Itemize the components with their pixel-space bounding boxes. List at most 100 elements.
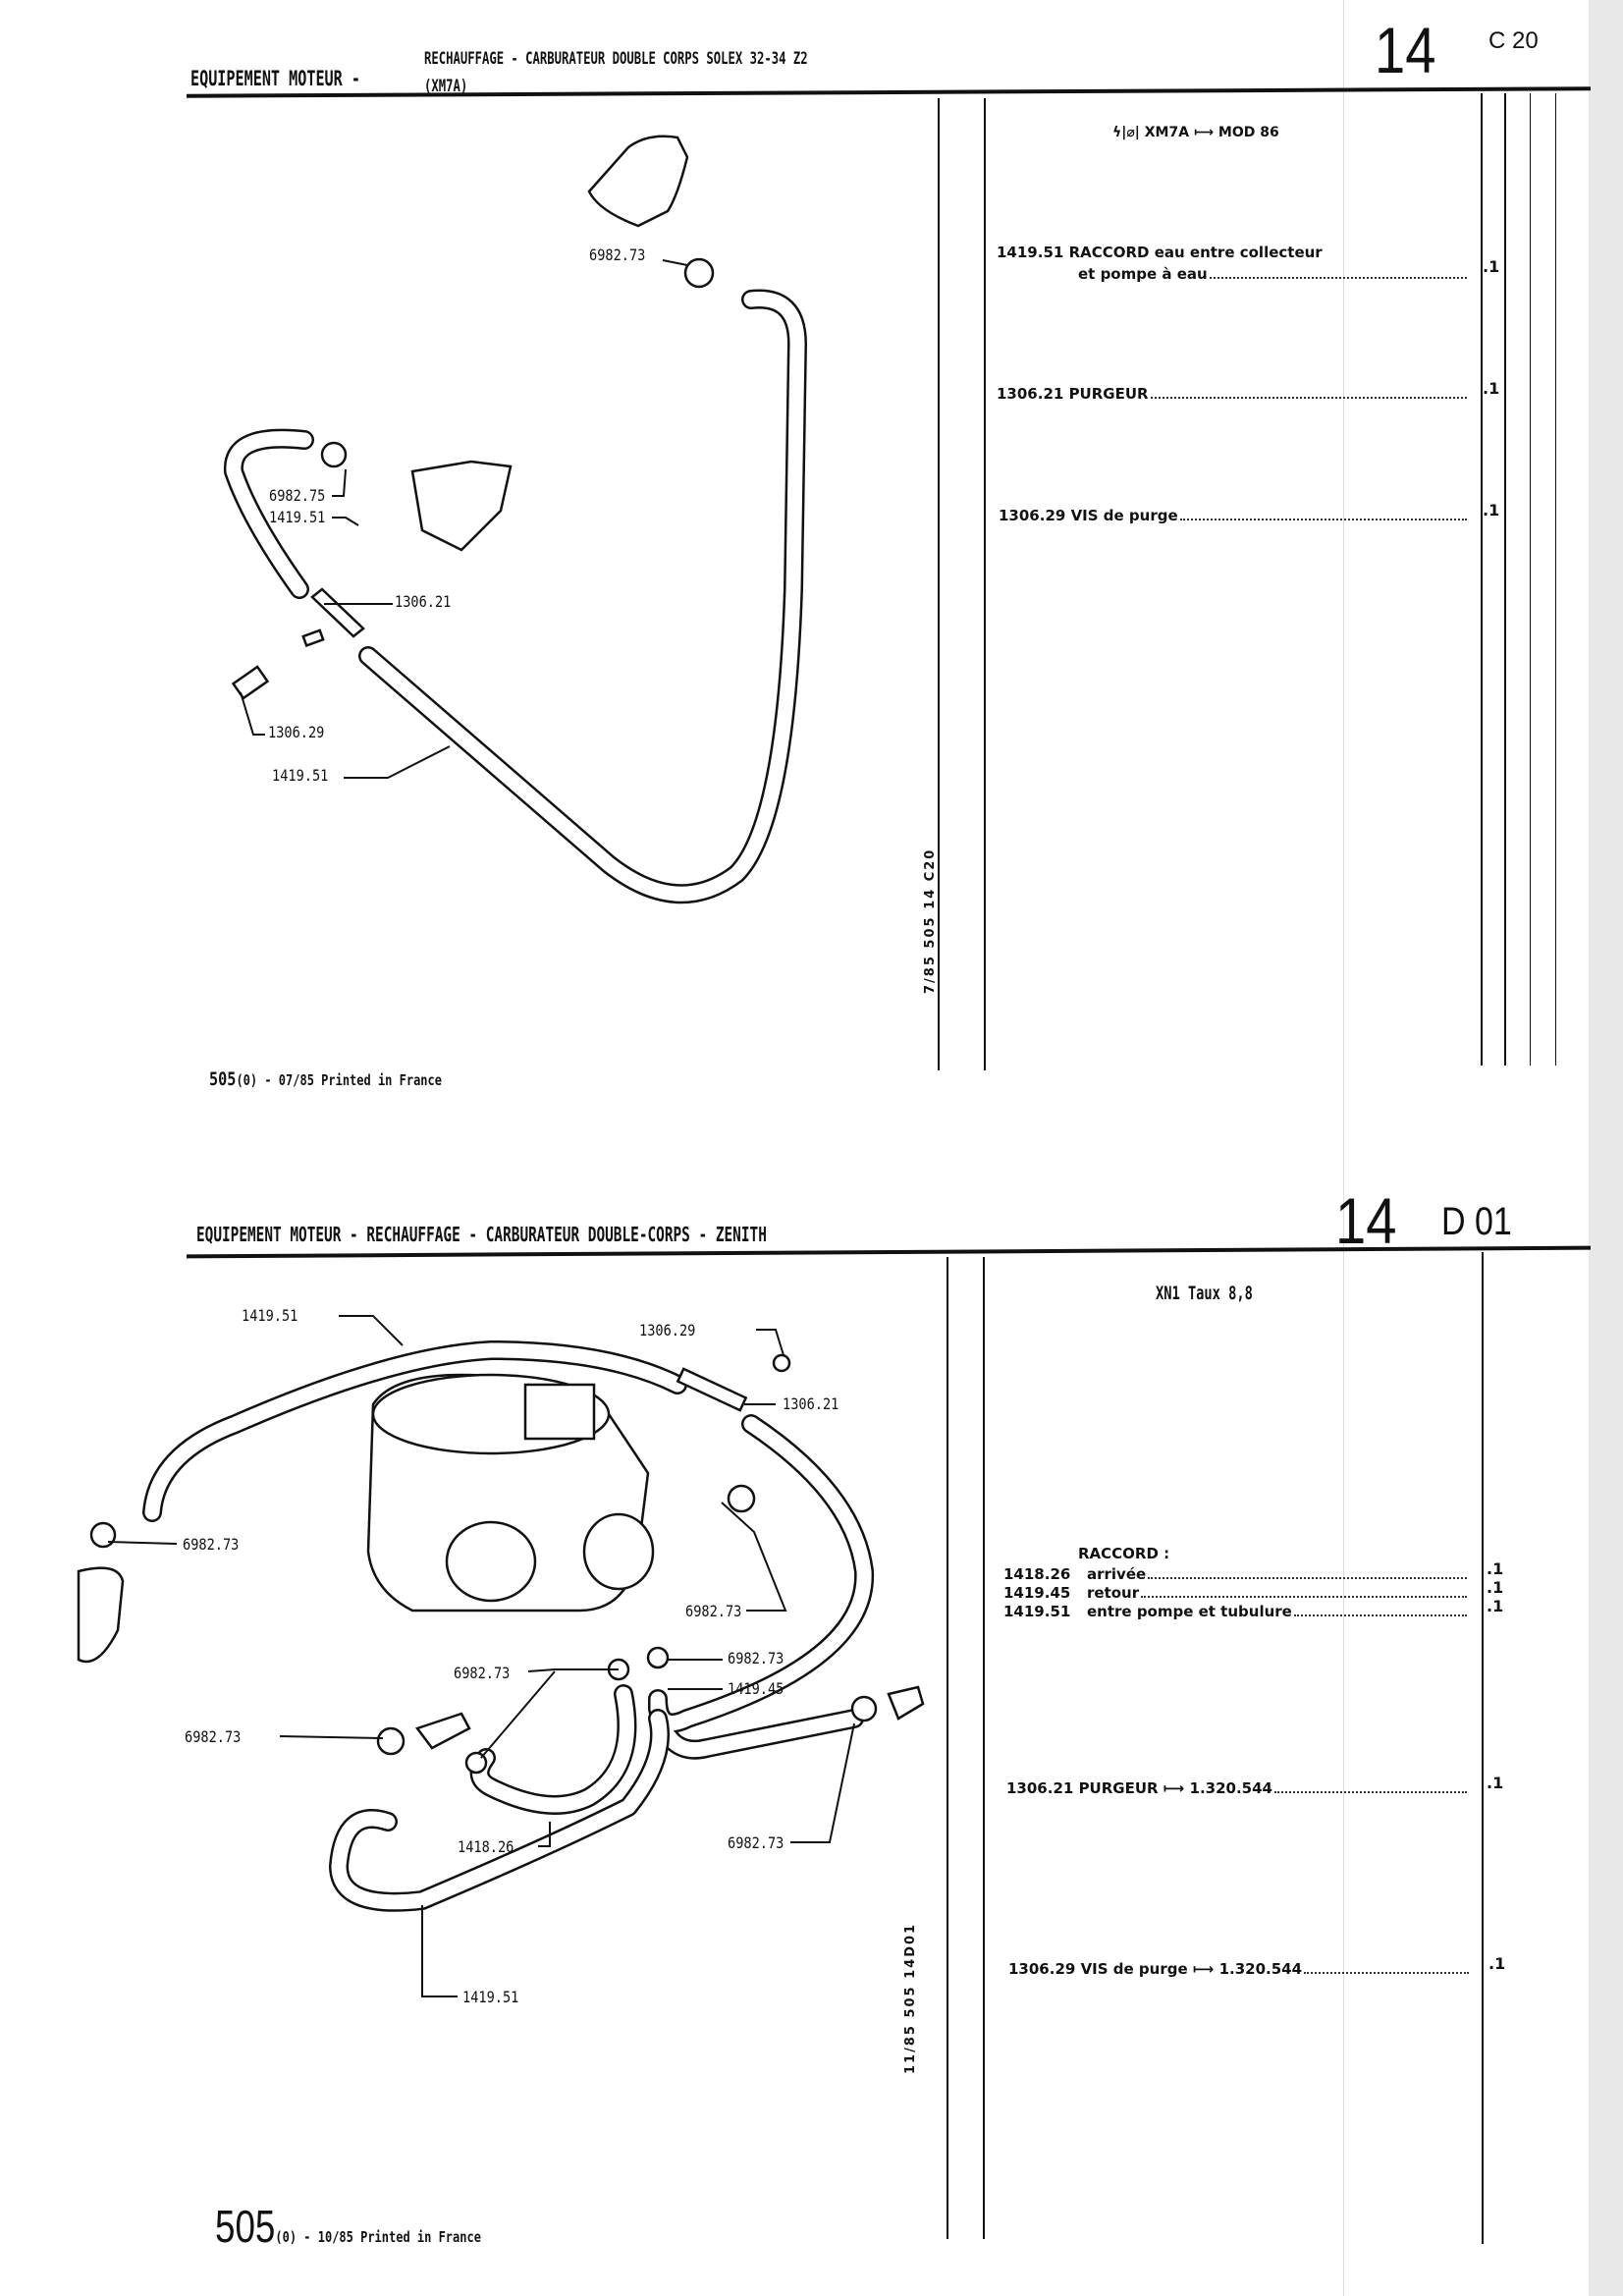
part-desc: PURGEUR ⟼ 1.320.544 bbox=[1078, 1779, 1272, 1797]
callout-label: 1419.51 bbox=[269, 508, 326, 526]
callout-label: 6982.73 bbox=[728, 1833, 784, 1852]
section-title: EQUIPEMENT MOTEUR - bbox=[190, 67, 360, 90]
part-row: 1306.29 VIS de purge bbox=[999, 507, 1471, 524]
part-desc: et pompe à eau bbox=[1078, 265, 1208, 283]
hose-clamp bbox=[850, 1695, 878, 1722]
union-fitting bbox=[887, 1685, 925, 1721]
part-ref: 1306.29 bbox=[999, 507, 1066, 524]
part-row: 1306.29 VIS de purge ⟼ 1.320.544 bbox=[1008, 1960, 1473, 1978]
callout-label: 1306.21 bbox=[783, 1394, 839, 1413]
union-fitting bbox=[414, 1712, 471, 1750]
callout-label: 6982.73 bbox=[183, 1535, 240, 1554]
hose-clamp bbox=[89, 1521, 117, 1549]
part-qty: .1 bbox=[1487, 1578, 1504, 1597]
hose-clamp bbox=[646, 1646, 670, 1669]
footer-model: 505 bbox=[209, 1068, 237, 1090]
choke-housing bbox=[582, 1512, 655, 1591]
applicability: ϟ|⌀| XM7A ⟼ MOD 86 bbox=[1112, 125, 1279, 140]
column-divider bbox=[1504, 93, 1506, 1066]
part-row-continued: et pompe à eau bbox=[1078, 265, 1471, 283]
fold-line bbox=[1343, 0, 1344, 2296]
page-ref: C 20 bbox=[1488, 27, 1539, 54]
callout-label: 1306.29 bbox=[639, 1321, 696, 1339]
part-desc: arrivée bbox=[1087, 1565, 1147, 1583]
exploded-diagram-solex bbox=[223, 135, 807, 904]
callout-label: 6982.75 bbox=[269, 486, 326, 505]
subtitle-line1: RECHAUFFAGE - CARBURATEUR DOUBLE CORPS S… bbox=[424, 49, 808, 69]
page-footer: 505(0) - 10/85 Printed in France bbox=[215, 2201, 481, 2252]
carburettor-intake bbox=[523, 1383, 596, 1441]
column-divider bbox=[983, 1257, 985, 2239]
part-ref: 1419.51 bbox=[1003, 1603, 1071, 1620]
part-qty: .1 bbox=[1483, 257, 1500, 276]
part-ref: 1306.21 bbox=[1006, 1779, 1074, 1797]
subtitle-line2: (XM7A) bbox=[424, 77, 468, 96]
callout-label: 6982.73 bbox=[185, 1727, 242, 1746]
raccord-heading: RACCORD : bbox=[1078, 1545, 1170, 1562]
column-divider bbox=[1481, 93, 1483, 1066]
callout-label: 1419.45 bbox=[728, 1679, 784, 1698]
part-qty: .1 bbox=[1483, 379, 1500, 398]
part-ref: 1419.51 bbox=[997, 244, 1064, 261]
page-ref: D 01 bbox=[1441, 1200, 1512, 1243]
part-ref: 1418.26 bbox=[1003, 1565, 1071, 1583]
hose-clamp bbox=[727, 1484, 756, 1513]
part-row: 1418.26 arrivée bbox=[1003, 1565, 1471, 1583]
callout-label: 1306.21 bbox=[395, 592, 452, 611]
column-divider bbox=[1555, 93, 1556, 1066]
footer-model: 505 bbox=[215, 2201, 276, 2252]
callout-label: 6982.73 bbox=[685, 1602, 742, 1620]
column-divider bbox=[947, 1257, 948, 2239]
hose-clamp bbox=[683, 257, 715, 289]
page-footer: 505(0) - 07/85 Printed in France bbox=[209, 1068, 442, 1090]
group-number: 14 bbox=[1375, 14, 1436, 86]
part-ref: 1306.29 bbox=[1008, 1960, 1076, 1978]
part-row: 1306.21 PURGEUR bbox=[997, 385, 1471, 403]
scan-edge bbox=[1589, 0, 1623, 2296]
part-ref: 1306.21 bbox=[997, 385, 1064, 403]
hose-clamp bbox=[376, 1726, 406, 1756]
bleed-screw-1306-29 bbox=[772, 1353, 791, 1373]
part-desc: RACCORD eau entre collecteur bbox=[1068, 244, 1323, 261]
part-row: 1306.21 PURGEUR ⟼ 1.320.544 bbox=[1006, 1779, 1471, 1797]
part-desc: VIS de purge bbox=[1070, 507, 1178, 524]
manifold-bracket bbox=[410, 460, 513, 552]
choke-housing bbox=[445, 1520, 537, 1603]
part-row: 1419.51 entre pompe et tubulure bbox=[1003, 1603, 1471, 1620]
part-qty: .1 bbox=[1487, 1597, 1504, 1615]
part-row: 1419.51 RACCORD eau entre collecteur bbox=[997, 244, 1478, 261]
applicability: XN1 Taux 8,8 bbox=[1156, 1283, 1253, 1304]
callout-label: 6982.73 bbox=[454, 1664, 511, 1682]
column-divider bbox=[1482, 1252, 1484, 2244]
callout-label: 6982.73 bbox=[589, 246, 646, 264]
hose-clamp bbox=[320, 441, 348, 468]
water-pump-fitting bbox=[77, 1566, 125, 1664]
part-desc: entre pompe et tubulure bbox=[1087, 1603, 1292, 1620]
callout-label: 1418.26 bbox=[458, 1837, 514, 1856]
water-outlet-housing bbox=[587, 135, 689, 228]
callout-label: 1306.29 bbox=[268, 723, 325, 741]
column-divider bbox=[938, 98, 940, 1070]
side-code: 11/85 505 14D01 bbox=[903, 1922, 918, 2074]
bleed-tee-1306-21 bbox=[676, 1367, 748, 1412]
part-desc: PURGEUR bbox=[1068, 385, 1149, 403]
callout-label: 1419.51 bbox=[462, 1988, 519, 2006]
callout-label: 1419.51 bbox=[272, 766, 329, 785]
part-desc: VIS de purge ⟼ 1.320.544 bbox=[1080, 1960, 1303, 1978]
exploded-diagram-zenith bbox=[77, 1315, 925, 1997]
part-desc: retour bbox=[1087, 1584, 1140, 1602]
part-qty: .1 bbox=[1487, 1559, 1504, 1578]
part-qty: .1 bbox=[1483, 501, 1500, 519]
part-ref: 1419.45 bbox=[1003, 1584, 1071, 1602]
column-divider bbox=[1530, 93, 1531, 1066]
group-number: 14 bbox=[1335, 1184, 1397, 1257]
callout-label: 1419.51 bbox=[242, 1306, 298, 1325]
part-qty: .1 bbox=[1487, 1774, 1504, 1792]
bleed-tee-1306-21 bbox=[310, 587, 365, 638]
part-qty: .1 bbox=[1488, 1954, 1506, 1973]
bleed-screw-1306-29 bbox=[231, 665, 270, 700]
hose-1419-45 bbox=[648, 1414, 875, 1760]
bleed-tee-branch bbox=[301, 629, 325, 648]
section-title: EQUIPEMENT MOTEUR - RECHAUFFAGE - CARBUR… bbox=[196, 1223, 767, 1246]
engine-symbol-icon: ϟ|⌀| bbox=[1112, 125, 1140, 140]
